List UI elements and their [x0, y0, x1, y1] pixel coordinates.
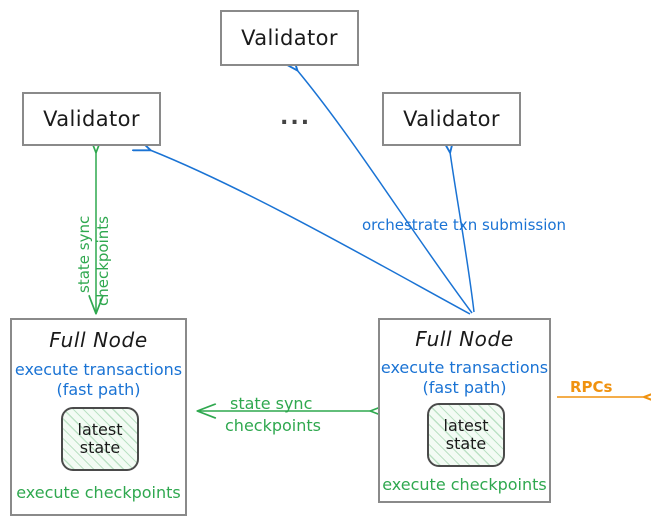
- full-node-right-latest-state-line1: latest: [443, 416, 489, 436]
- state-sync-horizontal-label-line1: state sync: [230, 394, 313, 413]
- full-node-left-fast-path-line2: (fast path): [56, 380, 141, 399]
- full-node-right-latest-state-chip[interactable]: latest state: [427, 403, 505, 467]
- full-node-left-latest-state-line1: latest: [77, 420, 123, 440]
- edge-fullnode-to-validator-right: [450, 152, 475, 313]
- validator-left-box[interactable]: Validator: [22, 92, 161, 146]
- validators-ellipsis: ...: [280, 105, 312, 130]
- full-node-left-box[interactable]: Full Node execute transactions (fast pat…: [10, 318, 187, 516]
- full-node-right-box[interactable]: Full Node execute transactions (fast pat…: [378, 318, 551, 503]
- full-node-right-title: Full Node: [415, 327, 514, 351]
- state-sync-vertical-label-line1: state sync: [75, 215, 93, 293]
- full-node-left-latest-state-line2: state: [79, 438, 121, 457]
- validator-top-box[interactable]: Validator: [220, 10, 359, 66]
- state-sync-horizontal-label-line2: checkpoints: [225, 416, 321, 435]
- full-node-left-title: Full Node: [49, 328, 148, 352]
- full-node-left-checkpoints-label: execute checkpoints: [16, 483, 181, 502]
- full-node-right-fast-path-line2: (fast path): [422, 378, 507, 397]
- orchestrate-txn-submission-label: orchestrate txn submission: [362, 216, 567, 234]
- full-node-right-checkpoints-label: execute checkpoints: [382, 475, 547, 494]
- full-node-left-fast-path-line1: execute transactions: [14, 360, 183, 379]
- state-sync-vertical-label-line2: checkpoints: [94, 216, 112, 306]
- validator-left-label: Validator: [43, 107, 140, 131]
- edge-fullnode-to-validator-left: [150, 150, 471, 315]
- edge-fullnode-to-validator-top: [297, 70, 473, 314]
- validator-right-label: Validator: [403, 107, 500, 131]
- full-node-right-latest-state-line2: state: [445, 434, 487, 453]
- full-node-right-fast-path-line1: execute transactions: [380, 358, 549, 377]
- validator-right-box[interactable]: Validator: [382, 92, 521, 146]
- validator-top-label: Validator: [241, 26, 338, 50]
- full-node-left-latest-state-chip[interactable]: latest state: [61, 407, 139, 471]
- rpcs-label: RPCs: [570, 378, 613, 396]
